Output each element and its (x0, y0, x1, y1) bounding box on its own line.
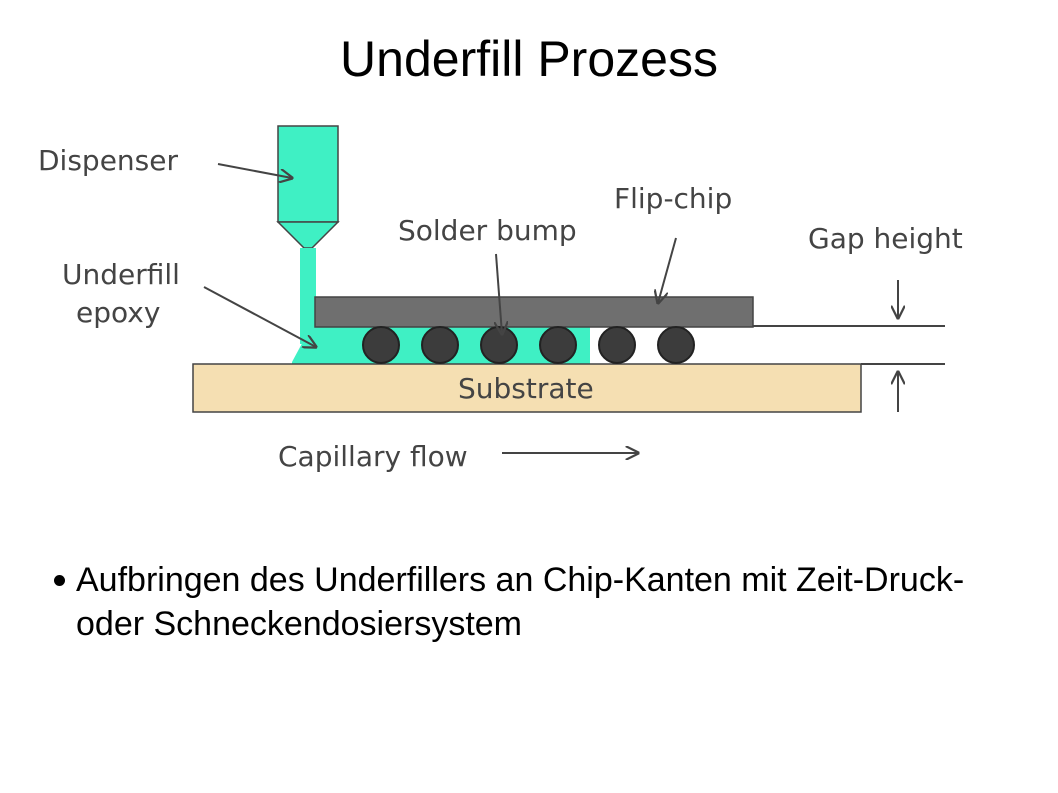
underfill-arrow (203, 286, 316, 347)
label-solder-bump: Solder bump (398, 214, 577, 247)
label-flip-chip: Flip-chip (614, 182, 732, 215)
solder-bumps (362, 326, 695, 364)
label-capillary-flow: Capillary flow (278, 440, 468, 473)
solder-bump (480, 326, 518, 364)
substrate (192, 363, 862, 413)
solder-bump-arrow (496, 253, 502, 334)
dispenser-body (277, 125, 339, 223)
label-underfill-line1: Underfill (62, 258, 180, 291)
solder-bump (362, 326, 400, 364)
slide-title: Underfill Prozess (340, 31, 718, 87)
solder-bump (421, 326, 459, 364)
label-gap-height: Gap height (808, 222, 963, 255)
flip-chip-arrow (658, 237, 677, 303)
bullet-list: Aufbringen des Underfillers an Chip-Kant… (52, 558, 1032, 646)
solder-bump (657, 326, 695, 364)
label-substrate: Substrate (458, 372, 594, 405)
underfill-process-diagram: Dispenser Underfill epoxy Solder bump Fl… (38, 125, 963, 473)
dispenser-nozzle (276, 221, 340, 249)
flip-chip (314, 296, 754, 328)
label-underfill-line2: epoxy (76, 296, 160, 329)
bullet-dot-icon (54, 575, 65, 586)
epoxy-stream (300, 248, 316, 344)
solder-bump (598, 326, 636, 364)
label-dispenser: Dispenser (38, 144, 178, 177)
solder-bump (539, 326, 577, 364)
bullet-text: Aufbringen des Underfillers an Chip-Kant… (76, 561, 965, 643)
bullet-item: Aufbringen des Underfillers an Chip-Kant… (52, 558, 1032, 646)
dispenser-arrow (217, 163, 292, 178)
